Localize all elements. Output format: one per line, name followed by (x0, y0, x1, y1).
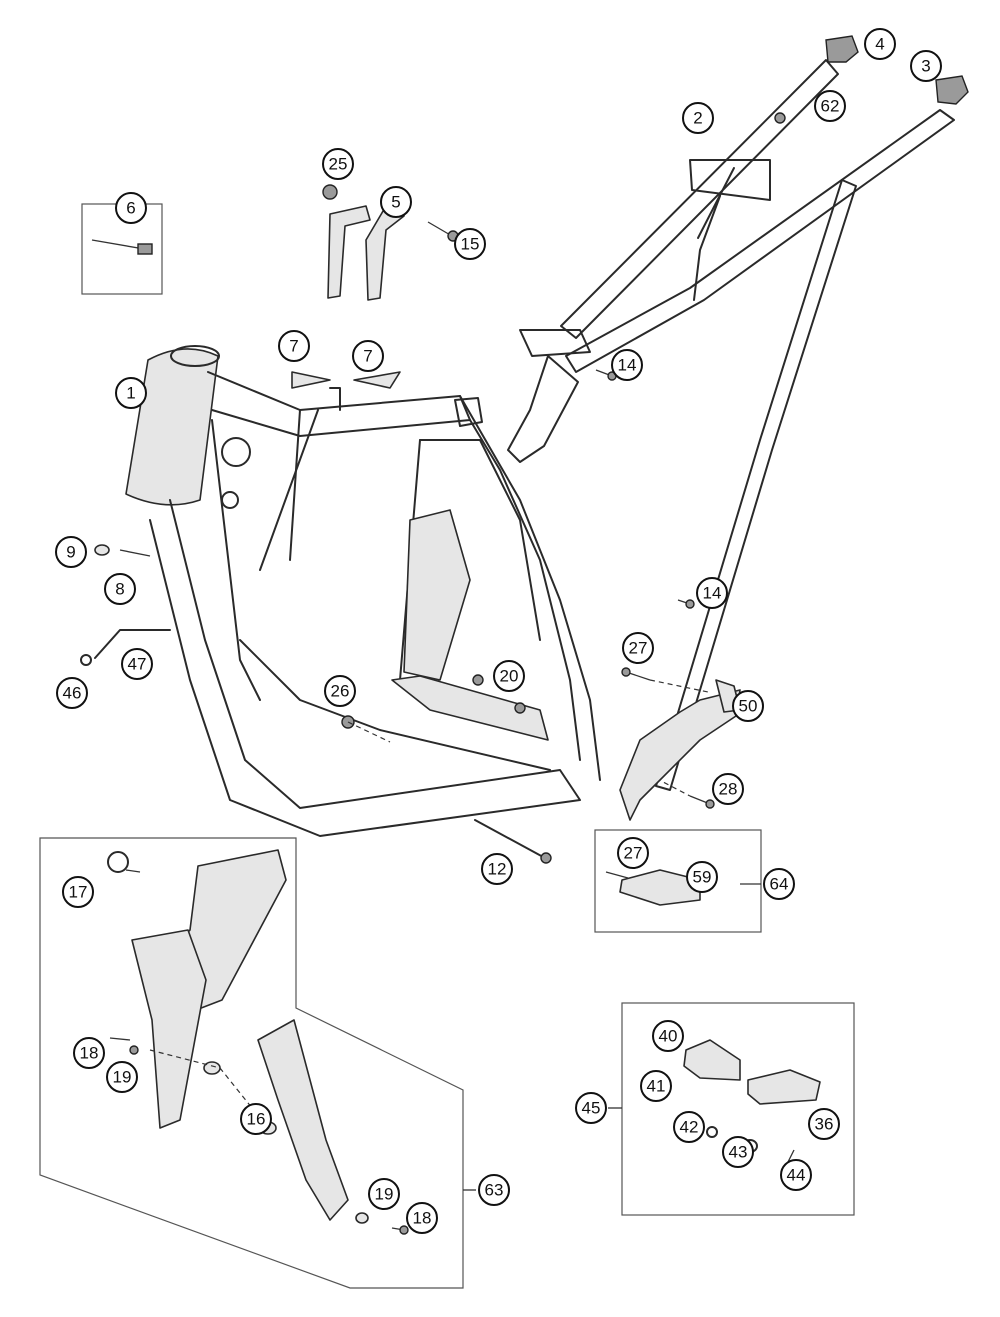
svg-text:50: 50 (739, 697, 758, 716)
svg-text:36: 36 (815, 1115, 834, 1134)
callout-43: 43 (722, 1136, 754, 1168)
footpeg-left (683, 1039, 741, 1081)
svg-text:17: 17 (69, 883, 88, 902)
end-cap-3 (935, 75, 969, 105)
callout-63: 63 (478, 1174, 510, 1206)
callout-46: 46 (56, 677, 88, 709)
svg-text:9: 9 (66, 543, 75, 562)
callout-2: 2 (682, 102, 714, 134)
callout-14b: 14 (696, 577, 728, 609)
svg-text:42: 42 (680, 1118, 699, 1137)
svg-text:63: 63 (485, 1181, 504, 1200)
svg-text:7: 7 (289, 337, 298, 356)
svg-text:26: 26 (331, 682, 350, 701)
callout-50: 50 (732, 690, 764, 722)
svg-text:47: 47 (128, 655, 147, 674)
svg-text:20: 20 (500, 667, 519, 686)
callout-45: 45 (575, 1092, 607, 1124)
callout-27b: 27 (617, 837, 649, 869)
svg-text:14: 14 (618, 356, 637, 375)
main-frame (125, 345, 601, 837)
callout-36: 36 (808, 1108, 840, 1140)
callout-28: 28 (712, 773, 744, 805)
svg-text:62: 62 (821, 97, 840, 116)
svg-text:46: 46 (63, 684, 82, 703)
callout-3: 3 (910, 50, 942, 82)
end-cap-4 (825, 35, 859, 63)
svg-text:4: 4 (875, 35, 884, 54)
callout-18b: 18 (406, 1202, 438, 1234)
callout-40: 40 (652, 1020, 684, 1052)
callout-12: 12 (481, 853, 513, 885)
svg-text:44: 44 (787, 1166, 806, 1185)
callout-15: 15 (454, 228, 486, 260)
frame-protector-left-lower (131, 929, 207, 1129)
callout-62: 62 (814, 90, 846, 122)
svg-text:12: 12 (488, 860, 507, 879)
hardware (80, 112, 786, 879)
callout-27a: 27 (622, 632, 654, 664)
callout-16: 16 (240, 1103, 272, 1135)
svg-text:19: 19 (113, 1068, 132, 1087)
chain-slider (619, 869, 701, 906)
frame-protector-right (257, 1019, 349, 1221)
callout-20: 20 (493, 660, 525, 692)
svg-text:19: 19 (375, 1185, 394, 1204)
footpeg-right (747, 1069, 821, 1105)
svg-text:28: 28 (719, 780, 738, 799)
callout-44: 44 (780, 1159, 812, 1191)
callout-6: 6 (115, 192, 147, 224)
svg-text:41: 41 (647, 1077, 666, 1096)
svg-text:27: 27 (629, 639, 648, 658)
svg-text:40: 40 (659, 1027, 678, 1046)
callout-59: 59 (686, 861, 718, 893)
callout-9: 9 (55, 536, 87, 568)
svg-text:6: 6 (126, 199, 135, 218)
svg-text:59: 59 (693, 868, 712, 887)
svg-text:5: 5 (391, 193, 400, 212)
svg-text:43: 43 (729, 1143, 748, 1162)
callout-7a: 7 (278, 330, 310, 362)
svg-text:15: 15 (461, 235, 480, 254)
callout-5: 5 (380, 186, 412, 218)
footpeg-kit-box (621, 1002, 855, 1216)
callout-64: 64 (763, 868, 795, 900)
callout-1: 1 (115, 377, 147, 409)
callout-7b: 7 (352, 340, 384, 372)
subframe (507, 59, 955, 791)
svg-text:45: 45 (582, 1099, 601, 1118)
svg-text:3: 3 (921, 57, 930, 76)
svg-text:64: 64 (770, 875, 789, 894)
svg-text:7: 7 (363, 347, 372, 366)
callout-47: 47 (121, 648, 153, 680)
svg-text:25: 25 (329, 155, 348, 174)
callout-18a: 18 (73, 1037, 105, 1069)
svg-text:16: 16 (247, 1110, 266, 1129)
svg-text:18: 18 (80, 1044, 99, 1063)
svg-text:18: 18 (413, 1209, 432, 1228)
svg-text:14: 14 (703, 584, 722, 603)
callout-41: 41 (640, 1070, 672, 1102)
callout-14a: 14 (611, 349, 643, 381)
svg-text:1: 1 (126, 384, 135, 403)
callout-19a: 19 (106, 1061, 138, 1093)
svg-text:8: 8 (115, 580, 124, 599)
callout-42: 42 (673, 1111, 705, 1143)
svg-text:27: 27 (624, 844, 643, 863)
chain-slider-kit-box (594, 829, 762, 933)
callout-17: 17 (62, 876, 94, 908)
callout-8: 8 (104, 573, 136, 605)
callout-4: 4 (864, 28, 896, 60)
callout-19b: 19 (368, 1178, 400, 1210)
svg-text:2: 2 (693, 109, 702, 128)
callout-26: 26 (324, 675, 356, 707)
callout-25: 25 (322, 148, 354, 180)
frame-protector-kit-box (39, 837, 464, 1289)
